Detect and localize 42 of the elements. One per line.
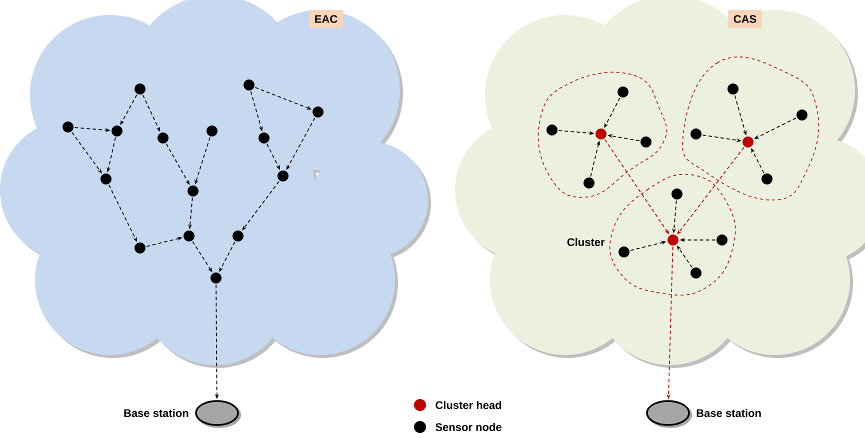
sensor-dot xyxy=(640,136,652,148)
sensor-dot xyxy=(690,268,702,278)
sensor-dot xyxy=(618,246,630,258)
sensor-dot xyxy=(258,132,270,144)
base-station-ellipse xyxy=(195,400,241,428)
beside-label: Base station xyxy=(696,408,761,418)
cluster-outline xyxy=(682,56,820,200)
legend-label: Cluster head xyxy=(436,400,502,410)
sensor-dot xyxy=(716,234,728,246)
sensor-dot xyxy=(728,84,738,94)
sensor-dot xyxy=(62,122,74,132)
sensor-dot xyxy=(232,230,244,242)
cluster-head-dot xyxy=(742,136,754,148)
sensor-dot xyxy=(584,178,594,188)
beside-label: Cluster xyxy=(567,238,605,246)
sensor-dot xyxy=(134,84,146,94)
sensor-dot xyxy=(690,128,702,140)
cluster-head-dot xyxy=(596,128,606,140)
sensor-dot xyxy=(100,174,112,184)
sensor-dot xyxy=(244,80,254,90)
sensor-dot xyxy=(112,126,122,136)
region-tag: EAC xyxy=(309,10,343,28)
sensor-dot xyxy=(762,174,772,184)
cluster-head-dot xyxy=(668,234,678,246)
sensor-dot xyxy=(158,132,168,144)
sensor-dot xyxy=(796,110,808,120)
sensor-dot xyxy=(210,272,222,284)
region-tag: CAS xyxy=(728,10,762,28)
sensor-dot xyxy=(278,170,288,182)
base-station-ellipse xyxy=(646,400,692,428)
sensor-dot xyxy=(546,124,558,136)
cluster-outline xyxy=(538,72,668,198)
sensor-dot xyxy=(312,106,324,118)
sensor-dot xyxy=(618,86,628,98)
legend-label: Sensor node xyxy=(436,422,502,432)
sensor-dot xyxy=(188,186,198,196)
cluster-outline xyxy=(609,174,736,296)
sensor-dot xyxy=(134,242,146,254)
sensor-dot xyxy=(206,126,218,136)
beside-label: Base station xyxy=(124,408,188,418)
sensor-dot xyxy=(672,188,682,200)
sensor-dot xyxy=(184,230,194,242)
